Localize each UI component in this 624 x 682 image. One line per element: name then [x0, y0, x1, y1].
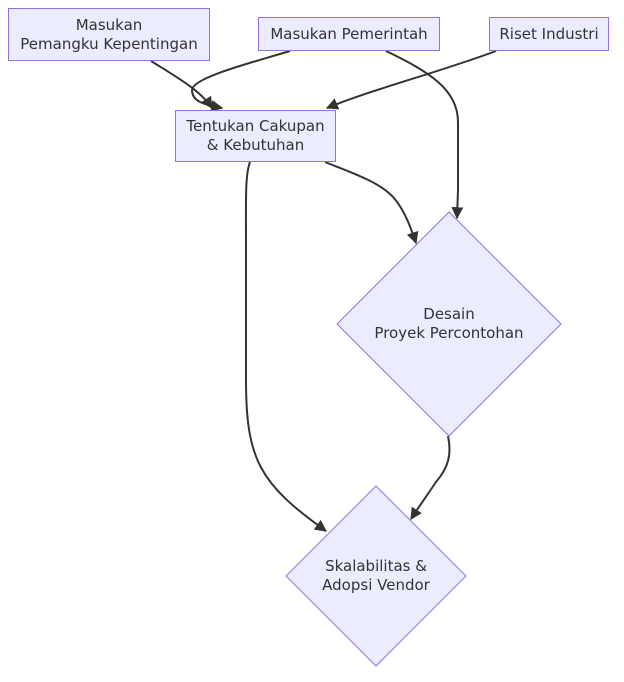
edge-government-to-design — [385, 50, 464, 220]
edge-government-to-scope — [190, 50, 291, 112]
edge-stakeholder-to-scope — [150, 60, 213, 109]
node-pilot-design-line2: Proyek Percontohan — [374, 324, 524, 342]
node-define-scope[interactable]: Tentukan Cakupan & Kebutuhan — [175, 110, 336, 162]
edge-industry-to-scope — [325, 50, 497, 110]
node-industry-research-label: Riset Industri — [499, 24, 599, 43]
edge-scope-to-scale — [244, 161, 327, 532]
node-stakeholder-input-line2: Pemangku Kepentingan — [20, 34, 198, 53]
node-stakeholder-input-line1: Masukan — [75, 15, 143, 34]
node-scalability-vendor-label: Skalabilitas & Adopsi Vendor — [285, 485, 467, 667]
node-pilot-design-label: Desain Proyek Percontohan — [336, 211, 562, 437]
edge-design-to-scale — [410, 435, 451, 521]
node-define-scope-line2: & Kebutuhan — [206, 136, 305, 154]
node-scalability-vendor[interactable]: Skalabilitas & Adopsi Vendor — [285, 485, 467, 667]
node-industry-research[interactable]: Riset Industri — [489, 17, 609, 51]
node-pilot-design[interactable]: Desain Proyek Percontohan — [336, 211, 562, 437]
node-scalability-vendor-shape — [285, 485, 467, 667]
node-scalability-vendor-line1: Skalabilitas & — [325, 557, 427, 575]
node-define-scope-line1: Tentukan Cakupan — [186, 117, 325, 135]
node-pilot-design-line1: Desain — [423, 305, 475, 323]
node-pilot-design-shape — [336, 211, 562, 437]
edge-scope-to-design — [324, 161, 419, 245]
node-scalability-vendor-line2: Adopsi Vendor — [322, 576, 430, 594]
node-government-input-label: Masukan Pemerintah — [270, 24, 428, 43]
node-government-input[interactable]: Masukan Pemerintah — [258, 17, 440, 51]
node-stakeholder-input[interactable]: Masukan Pemangku Kepentingan — [8, 8, 210, 61]
